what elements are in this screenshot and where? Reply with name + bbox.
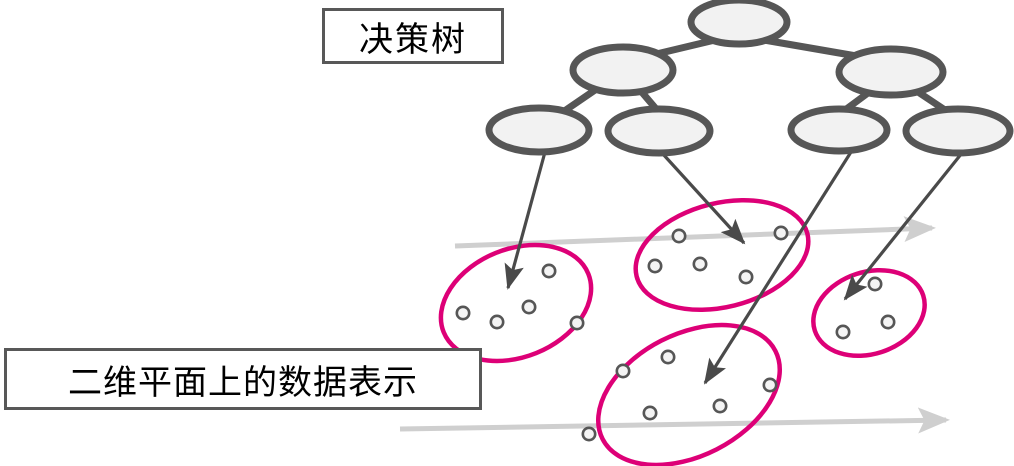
cluster-bottom — [581, 322, 783, 466]
cluster-top-outline — [633, 197, 811, 313]
tree-node-leaf-2[interactable] — [604, 105, 714, 157]
axis-down-right-line — [399, 407, 950, 434]
data-point — [867, 276, 883, 292]
data-point — [660, 349, 676, 365]
data-point — [773, 225, 789, 241]
data-point — [738, 269, 754, 285]
data-point — [489, 314, 505, 330]
data-clusters-group — [438, 197, 927, 466]
data-point — [835, 324, 851, 340]
data-point — [615, 363, 631, 379]
leaf-to-cluster-arrows-group — [504, 151, 964, 385]
data-point — [541, 263, 557, 279]
tree-node-leaf-4[interactable] — [902, 105, 1014, 157]
data-point — [581, 426, 597, 442]
data-plane-label-box: 二维平面上的数据表示 — [4, 348, 482, 410]
decision-tree-label-box: 决策树 — [322, 8, 504, 64]
data-point — [880, 314, 896, 330]
data-point — [569, 315, 585, 331]
data-point — [712, 398, 728, 414]
cluster-left-outline — [438, 242, 594, 364]
mapping-arrow-leaf-1-to-cluster-left — [504, 151, 547, 290]
mapping-arrow-leaf-2-to-cluster-top — [660, 151, 746, 245]
cluster-right — [811, 267, 927, 359]
decision-tree-label-text: 决策树 — [359, 19, 467, 60]
tree-node-inner-right[interactable] — [835, 45, 947, 99]
data-point — [642, 405, 658, 421]
data-point — [521, 299, 537, 315]
mapping-arrow-leaf-4-to-cluster-right — [843, 151, 964, 301]
cluster-left — [438, 242, 594, 364]
tree-nodes-group — [485, 0, 1014, 157]
cluster-top — [633, 197, 811, 313]
data-point — [762, 377, 778, 393]
cluster-right-outline — [811, 267, 927, 359]
tree-node-leaf-3[interactable] — [787, 105, 891, 155]
tree-node-leaf-1[interactable] — [485, 104, 593, 156]
tree-node-root[interactable] — [687, 0, 791, 48]
cluster-bottom-outline — [595, 322, 783, 466]
data-point — [647, 258, 663, 274]
data-point — [692, 256, 708, 272]
data-plane-label-text: 二维平面上的数据表示 — [68, 362, 418, 403]
data-point — [671, 228, 687, 244]
data-point — [455, 305, 471, 321]
mapping-arrow-leaf-3-to-cluster-bottom — [703, 151, 853, 385]
tree-node-inner-left[interactable] — [569, 43, 677, 97]
